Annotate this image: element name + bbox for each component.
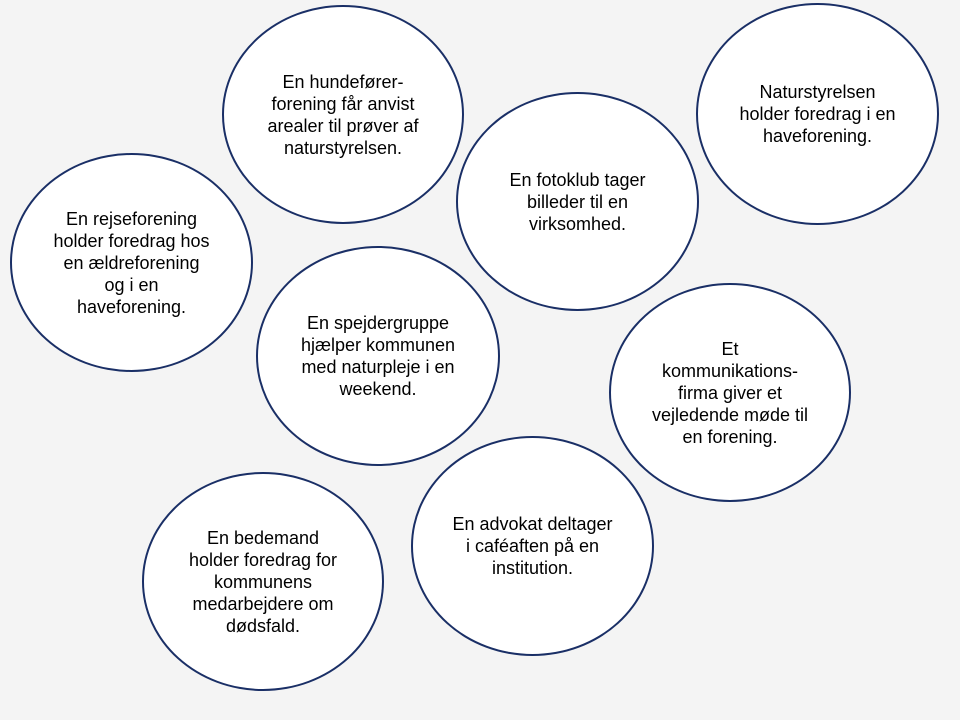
bubble-text: En spejdergruppe hjælper kommunen med na… [300, 313, 456, 399]
bubble-text: En bedemand holder foredrag for kommunen… [188, 527, 338, 636]
bubble-advokat: En advokat deltager i caféaften på en in… [411, 436, 654, 656]
bubble-text: Naturstyrelsen holder foredrag i en have… [739, 82, 896, 146]
bubble-text: Et kommunikations- firma giver et vejled… [651, 338, 809, 447]
bubble-text: En hundefører- forening får anvist areal… [267, 71, 419, 158]
bubble-fotoklub: En fotoklub tager billeder til en virkso… [456, 92, 699, 311]
bubble-naturstyrelsen: Naturstyrelsen holder foredrag i en have… [696, 3, 939, 225]
bubble-text: En fotoklub tager billeder til en virkso… [509, 169, 646, 234]
bubble-text: En rejseforening holder foredrag hos en … [53, 208, 210, 317]
bubble-bedemand: En bedemand holder foredrag for kommunen… [142, 472, 384, 691]
bubble-spejdergruppe: En spejdergruppe hjælper kommunen med na… [256, 246, 500, 466]
bubble-rejseforening: En rejseforening holder foredrag hos en … [10, 153, 253, 372]
bubble-hundeforerforening: En hundefører- forening får anvist areal… [222, 5, 464, 224]
bubble-text: En advokat deltager i caféaften på en in… [452, 514, 613, 578]
bubble-kommunikationsfirma: Et kommunikations- firma giver et vejled… [609, 283, 851, 502]
